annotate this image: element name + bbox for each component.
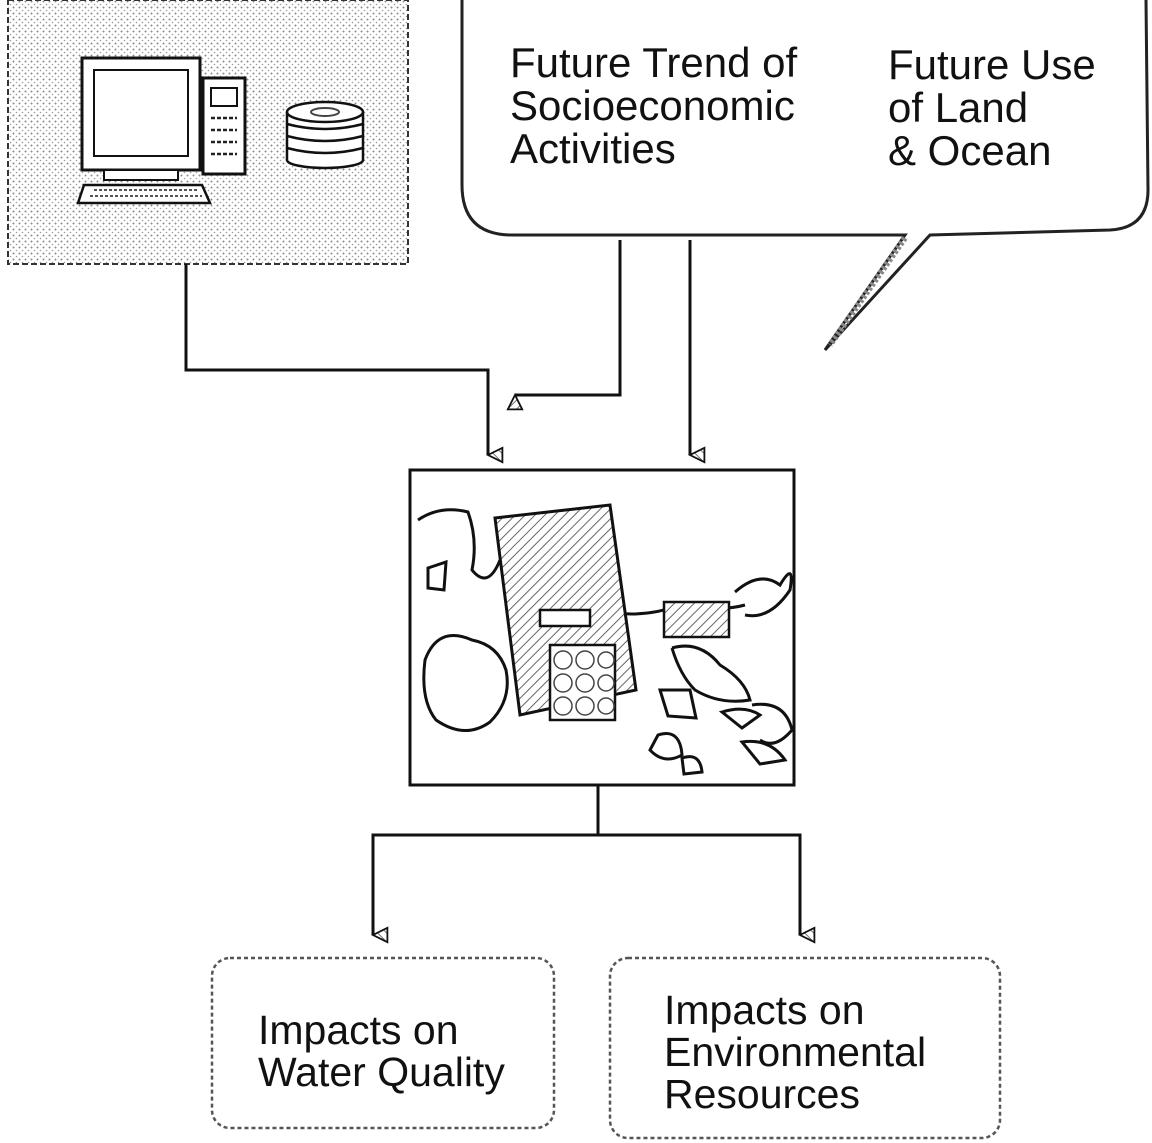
computer-icon: [76, 56, 247, 205]
target-region-box: [662, 600, 731, 639]
map-panel: [408, 468, 796, 787]
computer-panel: [7, 0, 409, 265]
disk-stack-icon: [285, 100, 365, 170]
connector-socioeconomic-to-junction: [515, 240, 622, 395]
connector-lines: [184, 240, 800, 935]
speech-bubble: [460, 0, 1150, 352]
future-trend-label: Future Trend of Socioeconomic Activities: [510, 39, 798, 172]
grid-inset: [548, 643, 617, 722]
study-area-box: [538, 608, 592, 628]
environmental-box: [608, 956, 1002, 1140]
connector-map-branch: [373, 785, 600, 935]
connector-map-to-environmental: [598, 833, 800, 935]
grid-inset-cells: [553, 650, 615, 716]
water-quality-label: Impacts on Water Quality: [258, 1007, 505, 1095]
water-quality-box: [210, 956, 556, 1130]
connector-computer-to-map: [184, 264, 488, 455]
future-use-label: Future Use of Land & Ocean: [888, 41, 1096, 174]
environmental-label: Impacts on Environmental Resources: [664, 987, 927, 1117]
